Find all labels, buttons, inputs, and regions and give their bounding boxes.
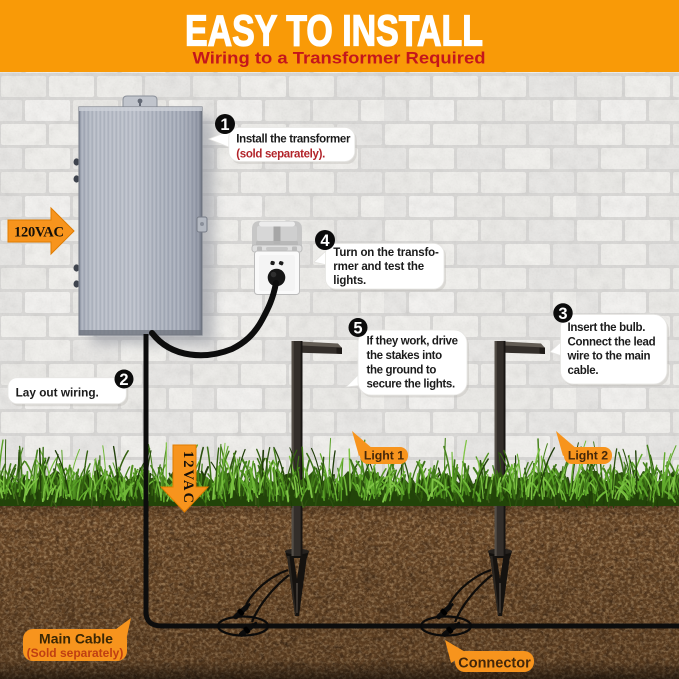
svg-text:Wiring to a Transformer Requir: Wiring to a Transformer Required xyxy=(193,50,486,68)
svg-text:secure the lights.: secure the lights. xyxy=(367,379,455,391)
svg-text:lights.: lights. xyxy=(333,275,366,287)
svg-text:Install the transformer: Install the transformer xyxy=(236,134,351,146)
svg-text:Main Cable: Main Cable xyxy=(39,631,113,647)
svg-text:5: 5 xyxy=(353,319,362,337)
svg-text:EASY TO INSTALL: EASY TO INSTALL xyxy=(185,7,483,56)
svg-text:1: 1 xyxy=(220,116,229,134)
svg-text:the stakes into: the stakes into xyxy=(367,350,443,362)
svg-text:rmer and test the: rmer and test the xyxy=(333,261,424,273)
svg-text:Turn on the transfo-: Turn on the transfo- xyxy=(333,247,439,259)
svg-text:120VAC: 120VAC xyxy=(14,225,64,241)
svg-text:2: 2 xyxy=(119,371,128,389)
svg-text:Lay out wiring.: Lay out wiring. xyxy=(16,386,99,400)
svg-text:Connect the lead: Connect the lead xyxy=(568,336,656,348)
svg-text:If they work, drive: If they work, drive xyxy=(367,336,458,348)
svg-text:Light 1: Light 1 xyxy=(364,449,404,463)
svg-text:(sold separately).: (sold separately). xyxy=(236,149,325,161)
svg-text:Insert the bulb.: Insert the bulb. xyxy=(568,322,646,334)
svg-text:12VAC: 12VAC xyxy=(180,451,196,503)
svg-text:cable.: cable. xyxy=(568,365,599,377)
svg-text:4: 4 xyxy=(320,232,330,250)
svg-text:Connector: Connector xyxy=(458,656,531,672)
svg-text:the ground to: the ground to xyxy=(367,364,437,376)
svg-text:wire to the main: wire to the main xyxy=(567,351,651,363)
svg-text:3: 3 xyxy=(558,305,567,323)
svg-text:Light 2: Light 2 xyxy=(568,449,608,463)
svg-text:(Sold separately): (Sold separately) xyxy=(27,646,124,660)
